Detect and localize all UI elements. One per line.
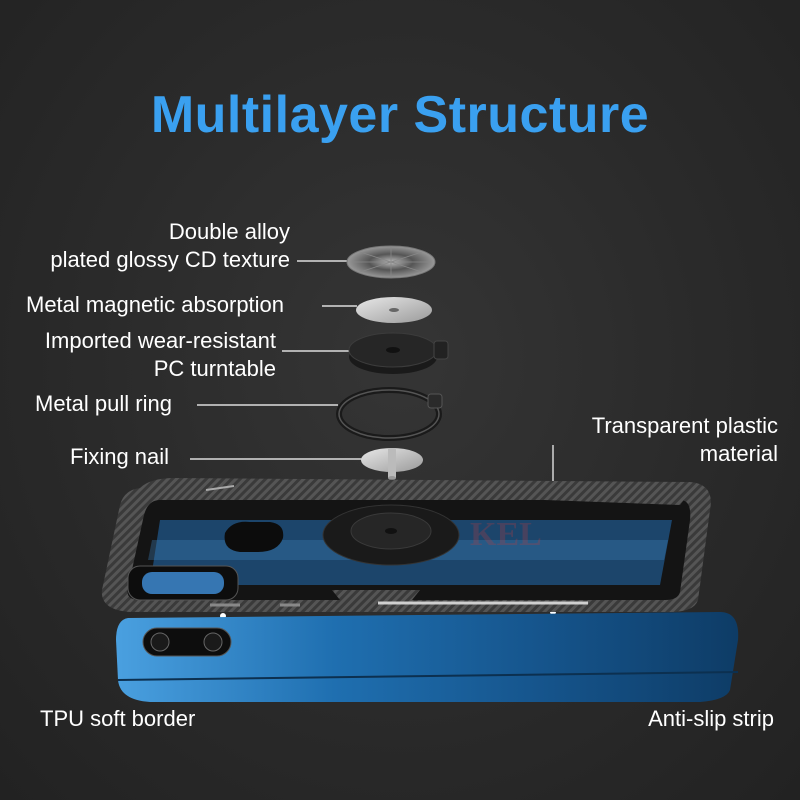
page-title: Multilayer Structure <box>150 86 650 144</box>
label-fixing-nail: Fixing nail <box>70 444 170 469</box>
label-pc-turntable: Imported wear-resistant PC turntable <box>45 327 276 383</box>
label-tpu-border: TPU soft border <box>40 706 196 731</box>
label-anti-slip: Anti-slip strip <box>648 706 774 731</box>
label-cd-texture-line2: plated glossy CD texture <box>50 247 290 272</box>
label-transparent-line1: Transparent plastic <box>591 413 778 438</box>
label-pc-line2: PC turntable <box>153 356 276 381</box>
fixing-nail-icon <box>361 448 423 480</box>
label-magnetic: Metal magnetic absorption <box>26 292 285 317</box>
cd-disc-icon <box>346 245 436 279</box>
pull-ring-icon <box>336 387 443 441</box>
label-cd-texture: Double alloy plated glossy CD texture <box>50 218 290 274</box>
phone-camera-icon <box>142 627 232 657</box>
label-transparent: Transparent plastic material <box>592 412 778 468</box>
phone-case <box>101 478 711 612</box>
label-cd-texture-line1: Double alloy <box>168 219 290 244</box>
case-ring-holder-icon <box>322 504 460 566</box>
phone-body <box>116 612 739 702</box>
watermark-text: KEL <box>470 516 542 553</box>
label-pc-line1: Imported wear-resistant <box>44 328 276 353</box>
turntable-icon <box>348 332 449 374</box>
label-transparent-line2: material <box>699 441 778 466</box>
label-pull-ring: Metal pull ring <box>35 391 172 416</box>
magnetic-plate-icon <box>356 297 432 323</box>
